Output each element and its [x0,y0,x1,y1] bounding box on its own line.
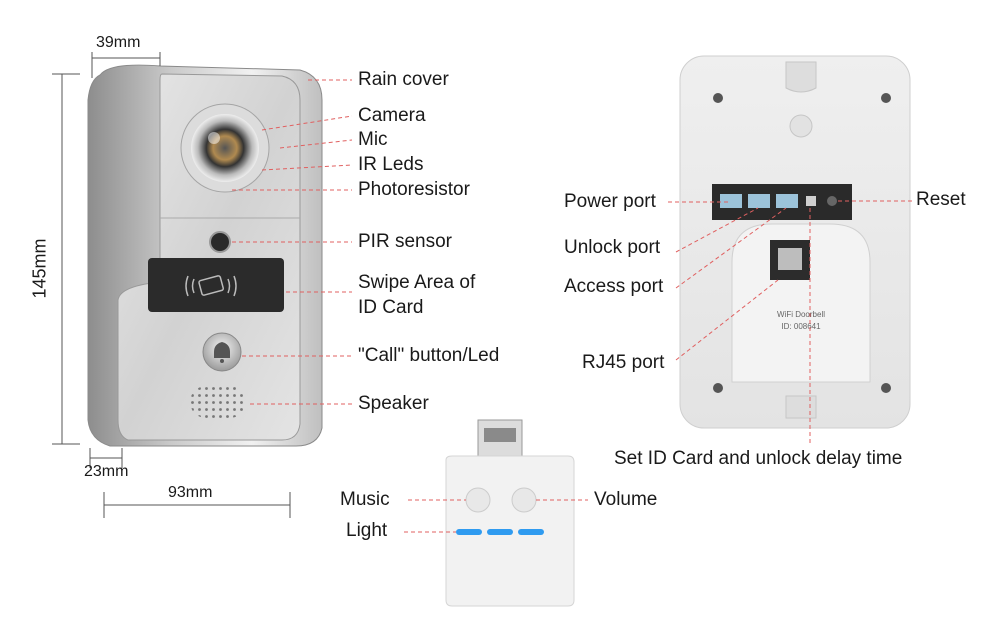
volume-button [511,487,537,513]
back-plate-illustration [679,55,911,429]
dim-93mm-label: 93mm [168,484,213,501]
label-set-id-card: Set ID Card and unlock delay time [614,448,903,469]
speaker-grille [190,386,246,418]
label-light: Light [346,520,388,541]
label-photoresistor: Photoresistor [358,179,470,200]
sticker-line-2: ID: 008641 [781,322,821,331]
front-leader-lines [232,79,353,405]
mount-hole [789,114,813,138]
led-bar-2 [487,529,513,535]
dip-switch [806,196,816,206]
inner-recess [731,223,871,383]
dim-23mm-label: 23mm [84,463,129,480]
dimension-lines [52,52,291,518]
label-volume: Volume [594,489,658,510]
label-rj45-port: RJ45 port [582,352,665,373]
front-doorbell-illustration [87,64,323,447]
label-power-port: Power port [564,191,656,212]
camera-lens-inner [191,114,259,182]
back-leader-lines [668,200,912,446]
unlock-port-connector [748,194,770,208]
label-speaker: Speaker [358,393,429,414]
dim-39mm-label: 39mm [96,34,141,51]
label-swipe-area-line1: Swipe Area of [358,272,476,293]
label-reset: Reset [916,189,966,210]
label-ir-leds: IR Leds [358,154,424,175]
label-swipe-area-line2: ID Card [358,297,424,318]
usb-plug-contacts [484,428,516,442]
label-rain-cover: Rain cover [358,69,449,90]
label-camera: Camera [358,105,426,126]
label-mic: Mic [358,129,388,150]
rj45-port-socket [778,248,802,270]
label-music: Music [340,489,390,510]
label-pir-sensor: PIR sensor [358,231,452,252]
music-button [465,487,491,513]
reset-button [827,196,837,206]
mount-slot-top [785,61,817,93]
sticker-line-1: WiFi Doorbell [777,310,825,319]
led-bar-1 [456,529,482,535]
label-access-port: Access port [564,276,664,297]
led-bar-3 [518,529,544,535]
screw-holes [713,93,891,393]
power-port-connector [720,194,742,208]
mount-slot-bottom [785,395,817,419]
label-unlock-port: Unlock port [564,237,661,258]
chime-illustration [445,419,575,607]
camera-glass-highlight [208,132,220,144]
swipe-area-panel [148,258,284,312]
dim-145mm-label: 145mm [29,238,50,299]
pir-sensor [209,231,231,253]
chime-leader-lines [404,499,588,533]
bell-icon [214,342,230,363]
rfid-card-icon [185,275,237,297]
access-port-connector [776,194,798,208]
label-call-button: "Call" button/Led [358,345,500,366]
